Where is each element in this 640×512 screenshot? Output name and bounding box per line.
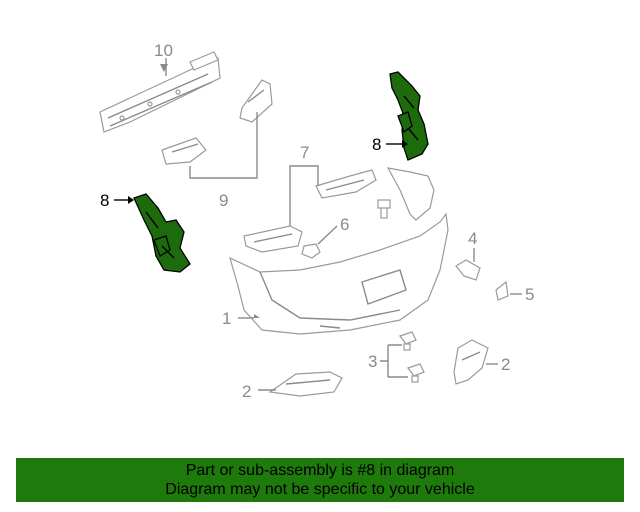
- leader-arrow-8b: [402, 140, 408, 148]
- part-7-brackets[interactable]: [243, 169, 377, 253]
- callout-3: 3: [368, 352, 377, 371]
- leader-line-6: [317, 225, 338, 245]
- part-10-reinforcement-bar[interactable]: [99, 51, 221, 133]
- callout-6: 6: [340, 215, 349, 234]
- callout-9: 9: [219, 191, 228, 210]
- part-2-bracket-left[interactable]: [268, 371, 343, 397]
- callout-8-right: 8: [372, 135, 381, 154]
- part-6-clip[interactable]: [301, 243, 321, 259]
- part-1-bumper-cover[interactable]: [229, 167, 449, 335]
- part-8-bracket-left[interactable]: [133, 193, 191, 273]
- part-4-bracket[interactable]: [455, 259, 481, 281]
- leader-line-3: [380, 344, 408, 378]
- leader-arrow-8a: [128, 196, 134, 204]
- callout-7: 7: [300, 143, 309, 162]
- leader-line-9: [189, 112, 258, 179]
- callout-8-left: 8: [100, 191, 109, 210]
- leader-line-7: [289, 165, 319, 226]
- callout-2-right: 2: [501, 355, 510, 374]
- callout-10: 10: [154, 41, 173, 60]
- part-5-clip[interactable]: [495, 280, 509, 301]
- bolt-6[interactable]: [377, 199, 391, 219]
- info-banner: Part or sub-assembly is #8 in diagram Di…: [16, 458, 624, 502]
- part-9-brackets[interactable]: [161, 79, 273, 165]
- callout-5: 5: [525, 285, 534, 304]
- part-8-bracket-right[interactable]: [389, 71, 429, 161]
- part-3-bolts[interactable]: [399, 331, 425, 383]
- callout-2-left: 2: [242, 382, 251, 401]
- callout-1: 1: [222, 309, 231, 328]
- banner-line-disclaimer: Diagram may not be specific to your vehi…: [165, 481, 475, 498]
- part-2-bracket-right[interactable]: [453, 339, 489, 385]
- callout-4: 4: [468, 229, 477, 248]
- banner-line-part: Part or sub-assembly is #8 in diagram: [185, 462, 455, 479]
